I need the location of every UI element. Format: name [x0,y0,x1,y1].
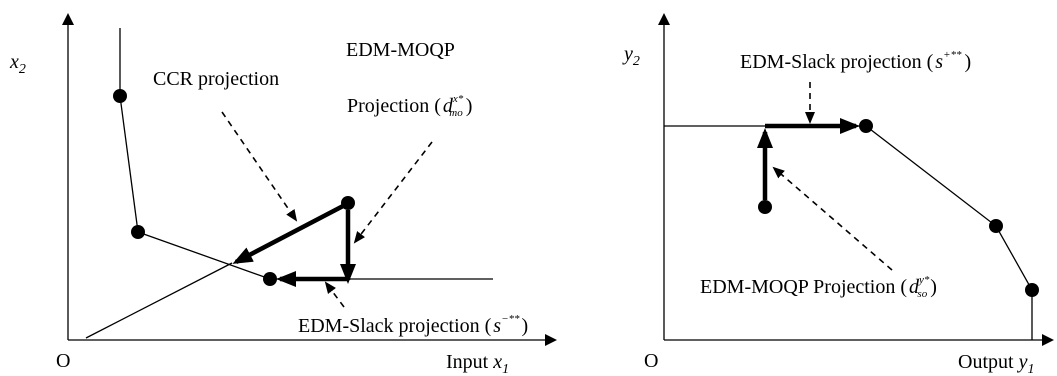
left-x-axis-label: Input x1 [446,351,509,376]
left-point-1 [113,89,127,103]
left-panel: O x2 Input x1 EDM-MOQP Projection (dx*mo… [9,13,557,376]
right-point-evaluated [758,200,772,214]
right-moqp-callout [772,166,893,271]
left-slack-callout [324,281,345,308]
left-ccr-ray [85,262,233,339]
right-slack-label: EDM-Slack projection (s+**) [740,49,971,73]
left-projection-label: Projection (dx*mo) [347,93,472,119]
left-moqp-callout [353,141,433,244]
left-ccr-callout [221,111,298,222]
right-point-frontier-3 [1025,283,1039,297]
left-y-axis-label: x2 [9,51,26,77]
right-point-frontier-1 [859,119,873,133]
left-ccr-projection-arrow [232,203,347,264]
left-slack-label: EDM-Slack projection (s−**) [298,313,528,337]
left-origin-label: O [56,350,70,372]
left-point-2 [131,225,145,239]
left-frontier-line [119,28,493,280]
left-ccr-label: CCR projection [153,68,279,90]
right-moqp-label: EDM-MOQP Projection (dy*so) [700,274,937,300]
right-y-axis-label: y2 [622,43,640,69]
right-origin-label: O [644,350,658,372]
left-point-3 [263,272,277,286]
right-x-axis-label: Output y1 [958,351,1034,376]
left-edm-moqp-title: EDM-MOQP [346,39,455,61]
right-point-frontier-2 [989,219,1003,233]
right-panel: O y2 Output y1 EDM-Slack projection (s+*… [622,13,1054,376]
